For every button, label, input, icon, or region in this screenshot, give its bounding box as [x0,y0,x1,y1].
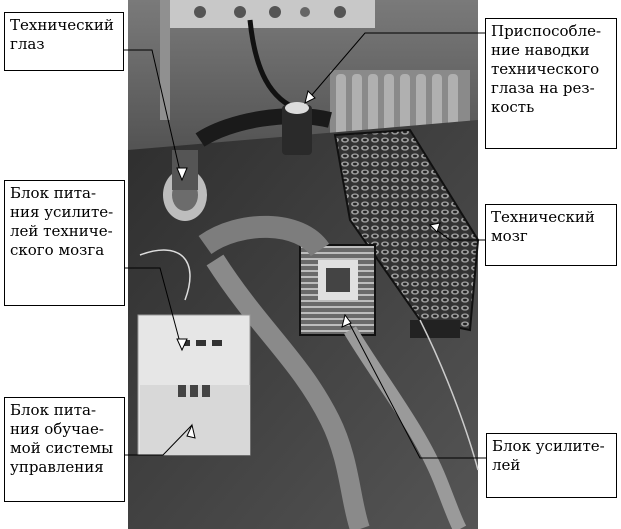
rack-leg [410,320,460,338]
amplifier-block [299,244,376,336]
wall-pipe [160,0,170,120]
panel-knob [269,6,281,18]
ribbon-cable [198,215,330,258]
label-focus-device: Приспособле- ние наводки технического гл… [485,18,617,149]
panel-knob [234,6,246,18]
technical-brain-rack [333,128,480,332]
panel-knob [300,7,310,17]
pointer-lines [124,32,486,459]
label-technical-brain: Технический мозг [485,204,617,266]
thin-wire [139,249,191,301]
panel-knob [194,6,206,18]
focus-device-lens [285,102,309,114]
technical-eye-device [163,150,207,221]
focus-device [282,105,312,155]
label-technical-eye: Технический глаз [4,12,124,71]
label-amplifier-block: Блок усилите- лей [486,433,617,498]
panel-knob [334,6,346,18]
pointer-arrowheads [176,90,441,439]
label-psu-control: Блок пита- ния обучае- мой системы управ… [4,397,125,502]
ribbon-cable [343,326,467,529]
eye-cable [195,108,332,147]
label-psu-amplifiers: Блок пита- ния усилите- лей техниче- ско… [4,180,125,306]
ribbon-cable [206,254,370,529]
